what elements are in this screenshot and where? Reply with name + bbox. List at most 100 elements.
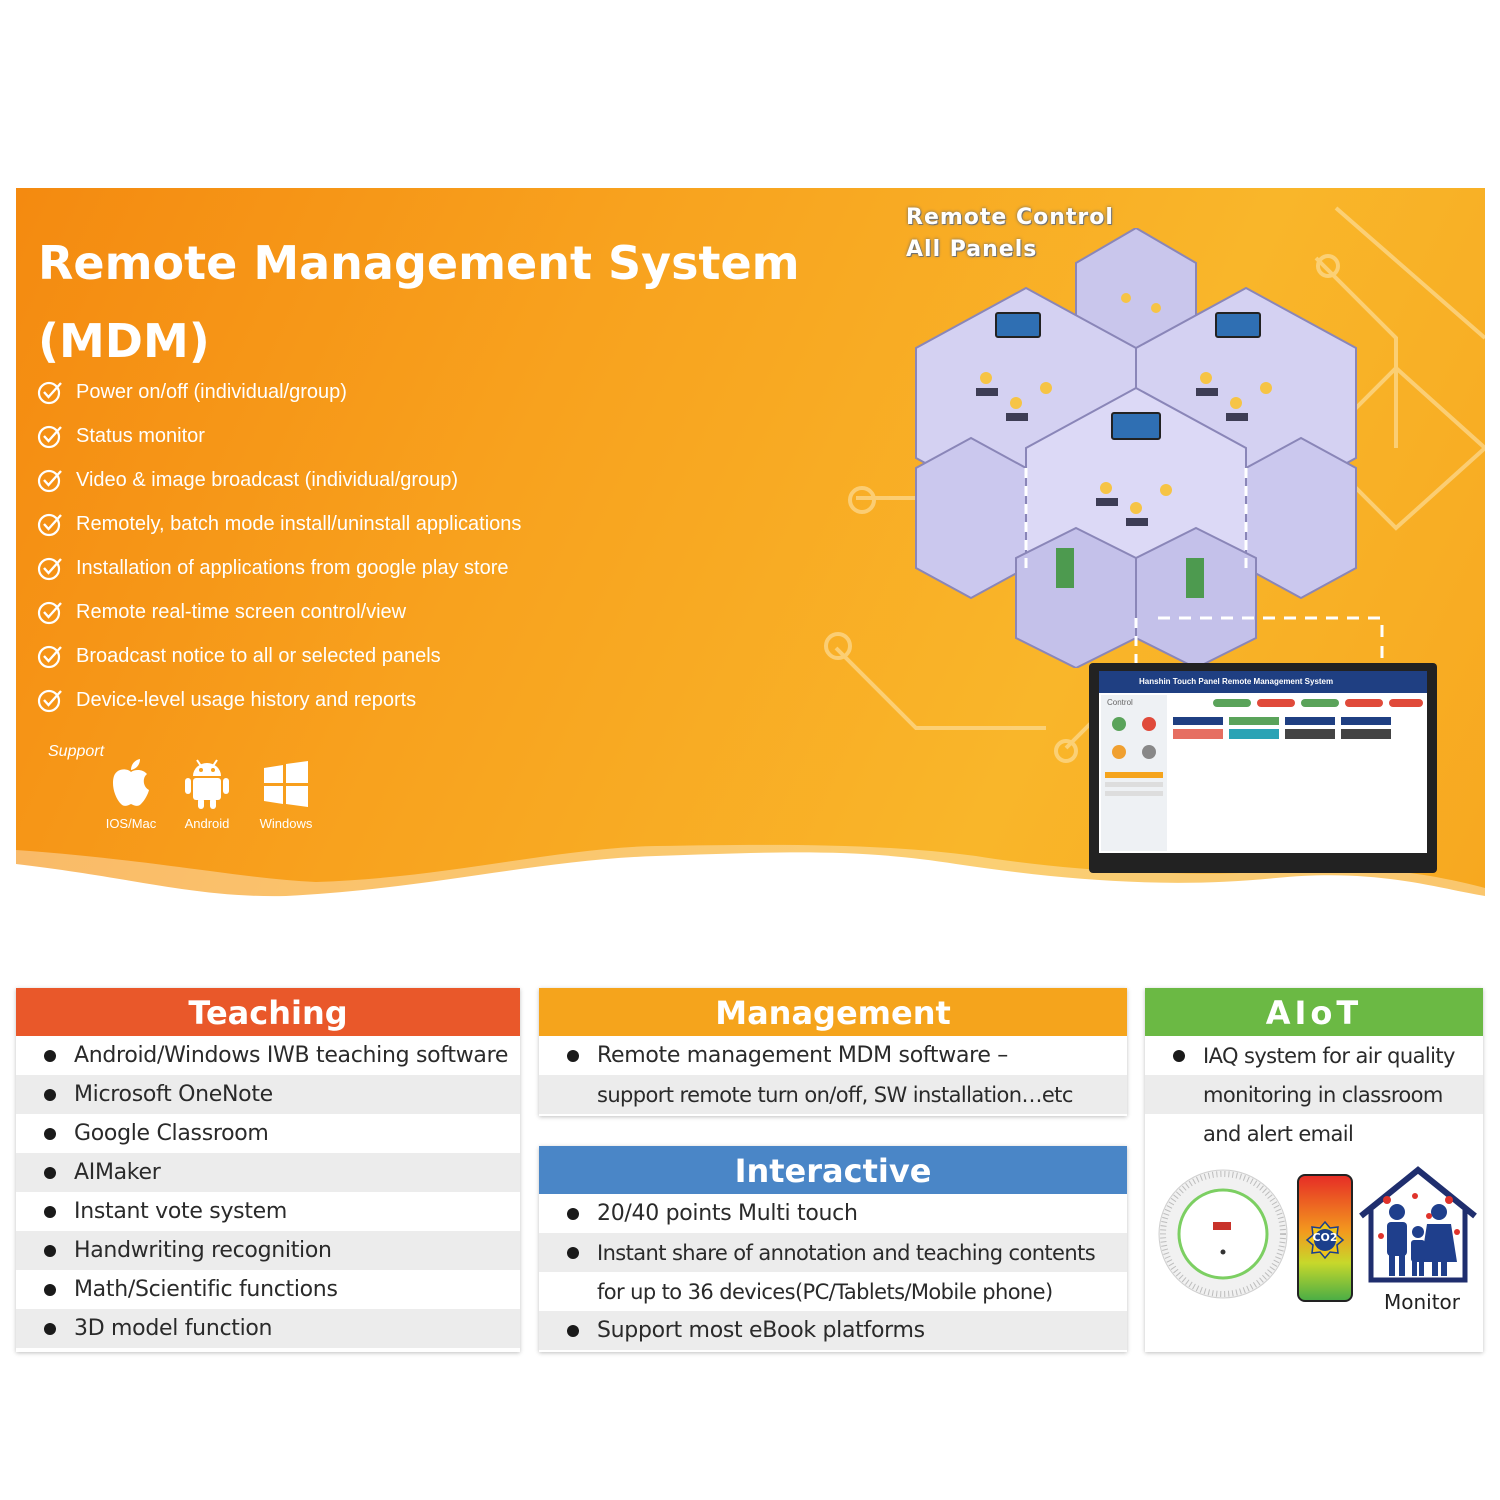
bullet-icon [567,1246,579,1259]
feature-item: Remotely, batch mode install/uninstall a… [36,502,521,546]
feature-item: Installation of applications from google… [36,546,521,590]
feature-text: Remotely, batch mode install/uninstall a… [76,512,522,535]
monitor-label: Monitor [1383,1290,1461,1314]
list-item-continuation: and alert email [1145,1114,1483,1153]
remote-control-line2: All Panels [906,237,1038,262]
list-item: Math/Scientific functions [16,1270,520,1309]
page-title-line1: Remote Management System [38,236,800,290]
support-label: Support [48,743,105,760]
feature-item: Power on/off (individual/group) [36,370,521,414]
list-item-text: Instant share of annotation and teaching… [597,1240,1096,1265]
check-circle-icon [37,513,62,537]
bullet-icon [44,1049,56,1062]
check-circle-icon [37,601,62,625]
list-item: Instant share of annotation and teaching… [539,1233,1127,1272]
management-card: Management Remote management MDM softwar… [539,988,1127,1116]
list-item-text: and alert email [1203,1121,1354,1146]
list-item-text: Handwriting recognition [74,1238,332,1263]
bullet-icon [44,1322,56,1335]
mdm-banner: Remote Management System (MDM) Power on/… [16,188,1485,908]
android-icon [185,759,229,809]
teaching-title: Teaching [16,988,520,1036]
feature-list: Power on/off (individual/group) Status m… [36,370,521,722]
air-quality-sensor-icon [1158,1169,1288,1299]
list-item: Support most eBook platforms [539,1311,1127,1350]
feature-item: Video & image broadcast (individual/grou… [36,458,521,502]
list-item-continuation: for up to 36 devices(PC/Tablets/Mobile p… [539,1272,1127,1311]
list-item-text: IAQ system for air quality [1203,1043,1455,1068]
co2-badge-icon [1305,1220,1345,1260]
co2-gauge: CO2 [1297,1174,1353,1302]
co2-label: CO2 [1312,1231,1338,1244]
list-item-continuation: support remote turn on/off, SW installat… [539,1075,1127,1114]
mdm-monitor: Hanshin Touch Panel Remote Management Sy… [1089,663,1437,873]
bullet-icon [44,1127,56,1140]
feature-text: Device-level usage history and reports [76,688,417,711]
mdm-screen-control-label: Control [1107,698,1133,707]
os-windows: Windows [251,758,321,831]
interactive-title: Interactive [539,1146,1127,1194]
list-item-text: support remote turn on/off, SW installat… [597,1082,1073,1107]
management-title: Management [539,988,1127,1036]
windows-icon [264,761,308,807]
bullet-icon [44,1244,56,1257]
feature-item: Device-level usage history and reports [36,678,521,722]
check-circle-icon [37,557,62,581]
interactive-card: Interactive 20/40 points Multi touch Ins… [539,1146,1127,1352]
mdm-panel-grid [1173,699,1423,739]
list-item: IAQ system for air quality [1145,1036,1483,1075]
list-item-text: Math/Scientific functions [74,1277,338,1302]
bullet-icon [44,1088,56,1101]
os-label: Android [184,816,230,831]
bullet-icon [567,1207,579,1220]
feature-text: Installation of applications from google… [76,556,509,579]
list-item: 20/40 points Multi touch [539,1194,1127,1233]
mdm-screen-title: Hanshin Touch Panel Remote Management Sy… [1099,671,1427,693]
bullet-icon [567,1324,579,1337]
list-item: Handwriting recognition [16,1231,520,1270]
feature-text: Video & image broadcast (individual/grou… [76,468,459,491]
list-item-text: Remote management MDM software – [597,1043,1009,1068]
dashed-connector [1158,616,1384,666]
house-people-icon [1359,1166,1477,1283]
check-circle-icon [37,425,62,449]
apple-icon [112,759,149,806]
list-item-text: 3D model function [74,1316,273,1341]
list-item-continuation: monitoring in classroom [1145,1075,1483,1114]
bullet-icon [567,1049,579,1062]
list-item: AIMaker [16,1153,520,1192]
check-circle-icon [37,645,62,669]
list-item-text: monitoring in classroom [1203,1082,1443,1107]
feature-cards: Teaching Android/Windows IWB teaching so… [16,988,1485,1354]
os-android: Android [172,758,242,831]
mdm-screen-sidebar: Control [1101,695,1167,851]
list-item-text: Microsoft OneNote [74,1082,273,1107]
list-item: 3D model function [16,1309,520,1348]
list-item: Microsoft OneNote [16,1075,520,1114]
feature-item: Broadcast notice to all or selected pane… [36,634,521,678]
os-ios: IOS/Mac [96,758,166,831]
bullet-icon [1173,1049,1185,1062]
list-item-text: 20/40 points Multi touch [597,1201,858,1226]
page-title: Remote Management System (MDM) [38,224,838,380]
list-item: Remote management MDM software – [539,1036,1127,1075]
os-label: IOS/Mac [105,816,157,831]
bullet-icon [44,1166,56,1179]
check-circle-icon [37,469,62,493]
bullet-icon [44,1205,56,1218]
list-item-text: Instant vote system [74,1199,288,1224]
feature-text: Broadcast notice to all or selected pane… [76,644,441,667]
list-item: Android/Windows IWB teaching software [16,1036,520,1075]
feature-item: Remote real-time screen control/view [36,590,521,634]
list-item: Google Classroom [16,1114,520,1153]
feature-text: Remote real-time screen control/view [76,600,407,623]
check-circle-icon [37,381,62,405]
mdm-sidebar-controls [1105,717,1163,796]
aiot-card: AIoT IAQ system for air quality monitori… [1145,988,1483,1352]
list-item-text: AIMaker [74,1160,161,1185]
page-title-line2: (MDM) [38,314,210,368]
remote-control-line1: Remote Control [906,205,1114,230]
list-item-text: Android/Windows IWB teaching software [74,1043,509,1068]
os-label: Windows [259,816,313,831]
mdm-screen: Hanshin Touch Panel Remote Management Sy… [1099,671,1427,853]
